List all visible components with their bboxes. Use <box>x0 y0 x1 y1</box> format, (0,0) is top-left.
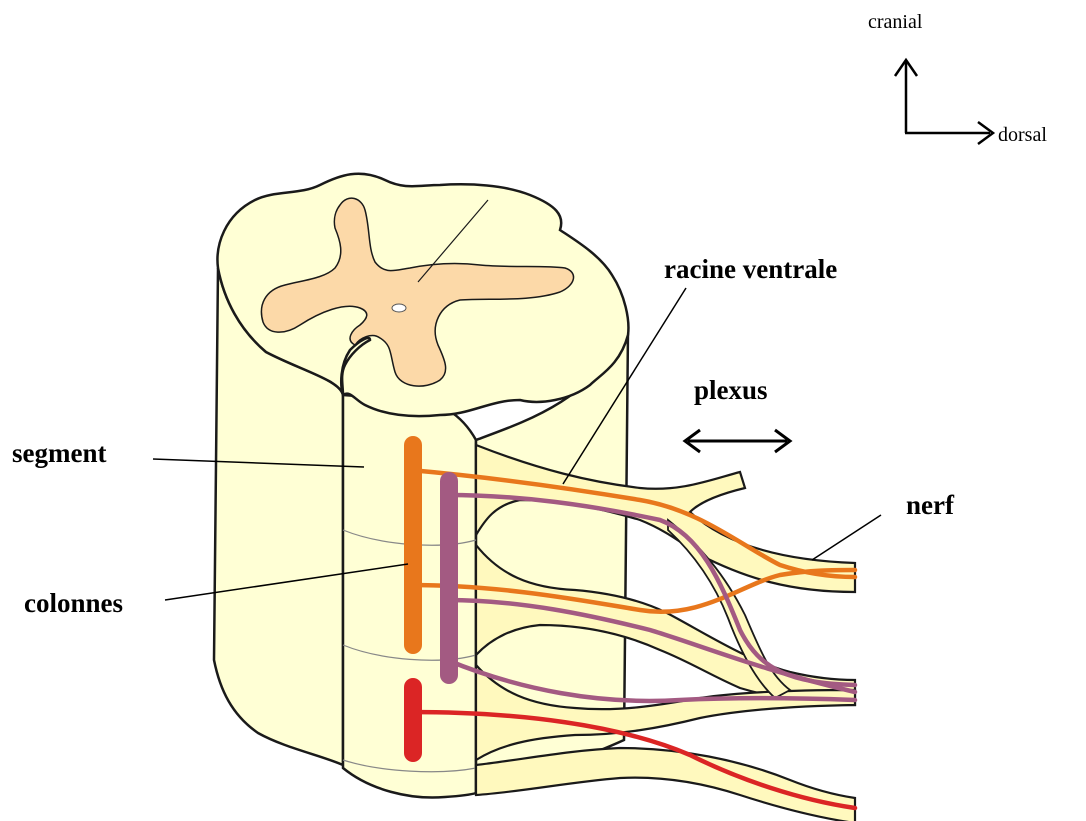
label-racine-ventrale: racine ventrale <box>664 254 837 284</box>
central-canal <box>392 304 406 312</box>
orientation-axes: cranial dorsal <box>868 11 1047 146</box>
orange-column <box>404 436 422 654</box>
label-plexus: plexus <box>694 375 768 405</box>
label-nerf: nerf <box>906 490 955 520</box>
purple-column <box>440 472 458 684</box>
plexus-double-arrow <box>685 430 790 452</box>
label-segment: segment <box>12 438 106 468</box>
red-column <box>404 678 422 762</box>
nerve-bundle-bottom <box>476 748 855 821</box>
label-dorsal: dorsal <box>998 124 1047 146</box>
label-colonnes: colonnes <box>24 588 123 618</box>
leader-nerf <box>812 515 881 560</box>
label-cranial: cranial <box>868 11 923 33</box>
